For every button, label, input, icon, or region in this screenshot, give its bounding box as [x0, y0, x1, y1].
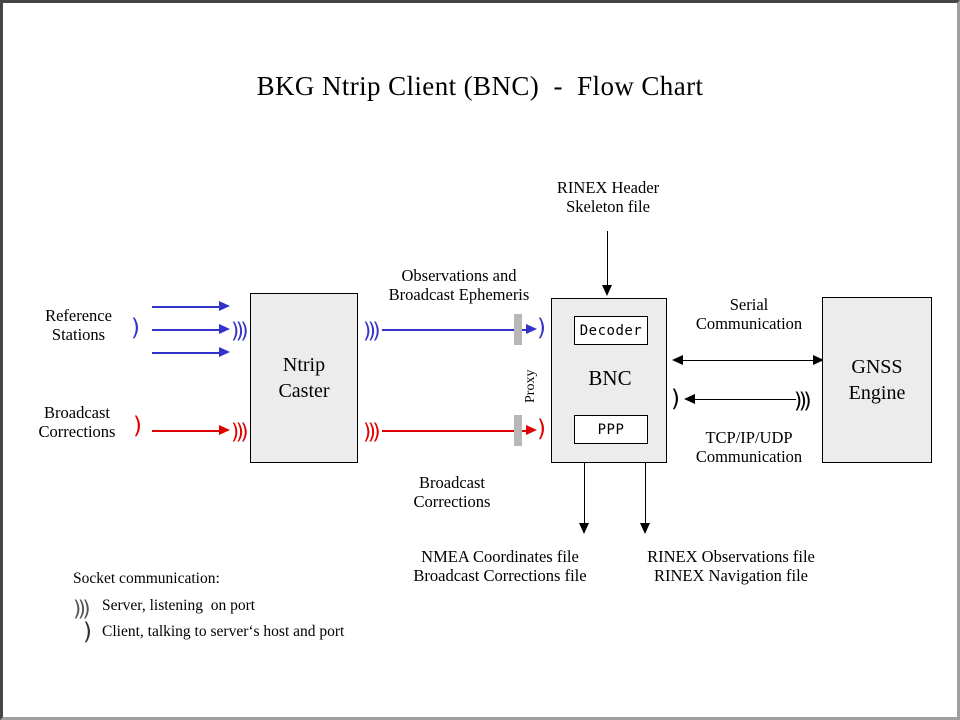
output-left-arrow-head [579, 523, 589, 534]
serial-arrow-head-left [672, 355, 683, 365]
server-socket-icon-caster-obs: ))) [231, 319, 249, 343]
diagram-canvas: BKG Ntrip Client (BNC) - Flow Chart Refe… [3, 3, 957, 717]
reference-arrow-line-2 [152, 329, 220, 331]
corrections-arrow-head [219, 425, 230, 435]
ppp-box[interactable]: PPP [574, 415, 648, 444]
serial-arrow-head-right [813, 355, 824, 365]
server-socket-icon-gnss: ))) [794, 389, 812, 413]
legend-client-icon: ) [83, 619, 92, 645]
server-socket-icon-obs-out: ))) [363, 319, 381, 343]
rinex-header-label: RINEX Header Skeleton file [556, 178, 660, 216]
broadcast-corrections-source-label: Broadcast Corrections [38, 403, 116, 441]
reference-arrow-head-2 [219, 324, 230, 334]
observations-arrow-line [382, 329, 527, 331]
bnc-label: BNC [588, 366, 632, 390]
serial-arrow-line [682, 360, 815, 361]
proxy-bar-top [514, 314, 522, 345]
ntrip-caster-box[interactable]: Ntrip Caster [250, 293, 358, 463]
client-socket-icon-reference: ) [131, 315, 140, 341]
gnss-engine-label: GNSS Engine [848, 356, 906, 404]
output-right-arrow-line [645, 463, 646, 525]
legend-server-icon: ))) [73, 597, 91, 621]
gnss-engine-box[interactable]: GNSS Engine [822, 297, 932, 463]
reference-arrow-line-3 [152, 352, 220, 354]
client-socket-icon-bnc-corr: ) [537, 416, 546, 442]
legend-client-text: Client, talking to serverʻs host and por… [102, 623, 345, 640]
output-files-right-label: RINEX Observations file RINEX Navigation… [647, 547, 815, 585]
reference-arrow-head-3 [219, 347, 230, 357]
server-socket-icon-corr-out: ))) [363, 420, 381, 444]
broadcast-corrections-edge-label: Broadcast Corrections [413, 473, 491, 511]
reference-stations-label: Reference Stations [45, 306, 112, 344]
ntrip-caster-label: Ntrip Caster [278, 354, 330, 402]
legend-server-text: Server, listening on port [102, 597, 256, 614]
page-title: BKG Ntrip Client (BNC) - Flow Chart [256, 71, 704, 101]
corrections-out-arrow-line [382, 430, 527, 432]
ppp-label: PPP [597, 421, 625, 438]
serial-communication-label: Serial Communication [695, 295, 803, 333]
observations-arrow-head [526, 324, 537, 334]
tcpip-arrow-line [694, 399, 796, 400]
proxy-label: Proxy [523, 369, 538, 403]
corrections-arrow-line [152, 430, 220, 432]
server-socket-icon-caster-corr: ))) [231, 420, 249, 444]
observations-edge-label: Observations and Broadcast Ephemeris [388, 266, 530, 304]
decoder-box[interactable]: Decoder [574, 316, 648, 345]
bnc-box[interactable]: Decoder BNC PPP [551, 298, 667, 463]
tcpip-arrow-head [684, 394, 695, 404]
reference-arrow-line-1 [152, 306, 220, 308]
rinex-header-arrow-head [602, 285, 612, 296]
output-right-arrow-head [640, 523, 650, 534]
rinex-header-arrow-line [607, 231, 608, 287]
decoder-label: Decoder [579, 322, 643, 339]
tcpip-communication-label: TCP/IP/UDP Communication [695, 428, 803, 466]
client-socket-icon-corrections: ) [133, 413, 142, 439]
legend-heading: Socket communication: [73, 570, 220, 587]
output-left-arrow-line [584, 463, 585, 525]
output-files-left-label: NMEA Coordinates file Broadcast Correcti… [413, 547, 587, 585]
client-socket-icon-bnc-obs: ) [537, 315, 546, 341]
client-socket-icon-tcpip: ) [671, 386, 680, 412]
proxy-bar-bottom [514, 415, 522, 446]
corrections-out-arrow-head [526, 425, 537, 435]
reference-arrow-head-1 [219, 301, 230, 311]
